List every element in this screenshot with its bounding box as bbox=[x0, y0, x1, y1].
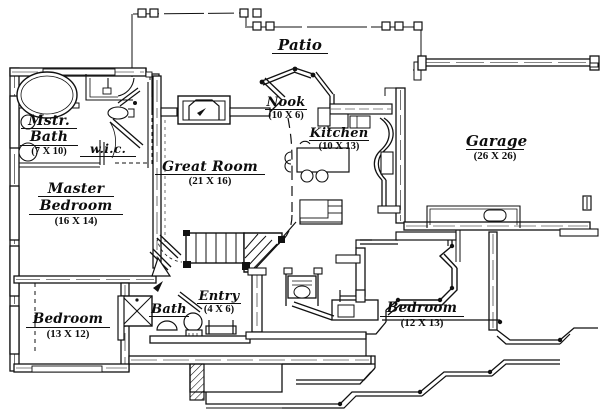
lower-exterior-outline bbox=[128, 319, 598, 409]
house-outer-walls bbox=[9, 67, 153, 372]
lower-bath-fixtures bbox=[117, 281, 251, 344]
patio-outline bbox=[131, 8, 423, 81]
master-suite-walls bbox=[16, 71, 160, 168]
utility-fixtures bbox=[247, 267, 379, 333]
misc-walls bbox=[245, 231, 457, 356]
garage-walls bbox=[384, 55, 600, 262]
kitchen-fixtures bbox=[284, 103, 401, 214]
great-room-furniture bbox=[299, 199, 343, 225]
nook-walls bbox=[259, 66, 335, 112]
staircase bbox=[183, 221, 297, 273]
great-room-walls bbox=[160, 95, 293, 253]
